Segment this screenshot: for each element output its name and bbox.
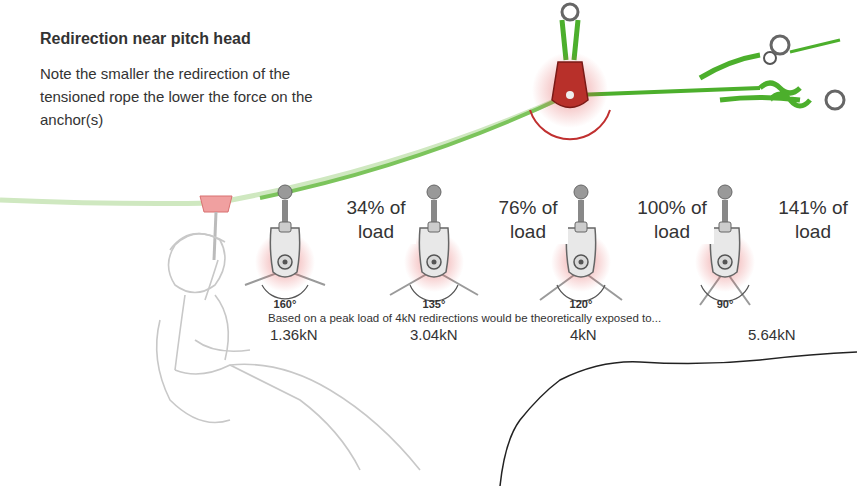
note-text: Note the smaller the redirection of the … (40, 62, 350, 131)
force-value: 1.36kN (270, 326, 318, 343)
force-value: 4kN (570, 326, 597, 343)
angle-label: 90° (708, 298, 742, 310)
load-percent: 141% of load (774, 196, 852, 244)
title: Redirection near pitch head (40, 30, 251, 48)
angle-label: 160° (266, 298, 304, 310)
load-percent: 76% of load (488, 196, 568, 244)
angle-label: 135° (415, 298, 453, 310)
force-value: 3.04kN (410, 326, 458, 343)
load-percent: 100% of load (630, 196, 714, 244)
note-text: Based on a peak load of 4kN redirections… (268, 312, 828, 324)
load-percent: 34% of load (336, 196, 416, 244)
angle-label: 120° (562, 298, 600, 310)
force-value: 5.64kN (748, 326, 796, 343)
